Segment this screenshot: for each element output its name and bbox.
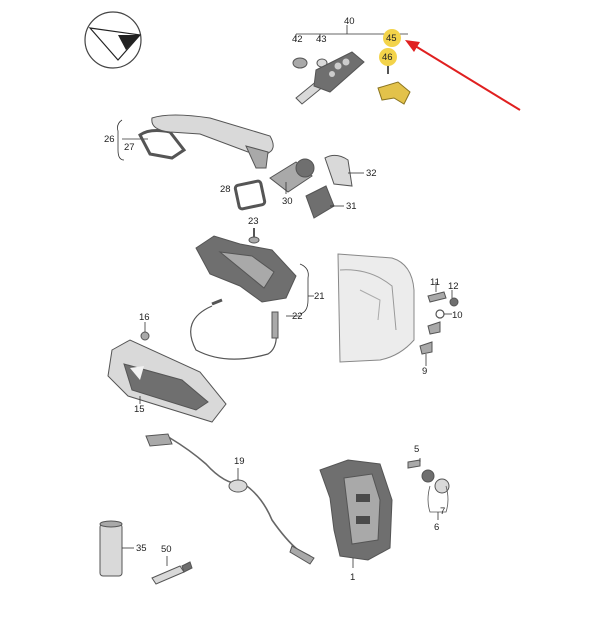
door-lock-group xyxy=(319,459,393,568)
label-16: 16 xyxy=(139,312,150,323)
label-31: 31 xyxy=(346,201,357,212)
door-frame-group xyxy=(337,253,459,366)
cylinder-housing-part xyxy=(305,185,335,219)
outer-handle-part xyxy=(151,114,274,155)
grease-tube-part xyxy=(151,565,185,585)
key-group xyxy=(292,25,411,105)
washer-part xyxy=(292,57,308,69)
bowden-cable-part xyxy=(190,305,277,360)
label-46: 46 xyxy=(382,52,393,63)
aerosol-can-part xyxy=(99,523,123,577)
diagram-orientation-logo-icon xyxy=(84,11,142,69)
label-32: 32 xyxy=(366,168,377,179)
label-1: 1 xyxy=(350,572,355,583)
cylinder-gasket-part xyxy=(233,179,267,211)
lock-fastener-group xyxy=(407,458,450,520)
label-45: 45 xyxy=(386,33,397,44)
label-50: 50 xyxy=(161,544,172,555)
door-frame-part xyxy=(337,253,415,363)
lock-mechanism-group xyxy=(190,228,314,360)
label-40: 40 xyxy=(344,16,355,27)
key-bracket-part xyxy=(377,81,411,105)
label-12: 12 xyxy=(448,281,459,292)
gasket-part xyxy=(138,129,187,160)
cylinder-cap-part xyxy=(324,154,353,187)
label-15: 15 xyxy=(134,404,145,415)
label-7: 7 xyxy=(440,506,445,517)
key-fob-part xyxy=(295,51,365,105)
handle-group xyxy=(117,114,274,169)
label-43: 43 xyxy=(316,34,327,45)
label-42: 42 xyxy=(292,34,303,45)
inner-handle-group xyxy=(107,322,227,423)
label-11: 11 xyxy=(430,277,440,288)
label-30: 30 xyxy=(282,196,293,207)
lubricant-group xyxy=(99,520,193,585)
label-21: 21 xyxy=(314,291,325,302)
label-35: 35 xyxy=(136,543,147,554)
red-pointer-arrow-icon xyxy=(405,40,521,111)
release-cable-part xyxy=(147,437,311,557)
label-27: 27 xyxy=(124,142,135,153)
label-5: 5 xyxy=(414,444,419,455)
label-22: 22 xyxy=(292,311,303,322)
label-26: 26 xyxy=(104,134,115,145)
label-9: 9 xyxy=(422,366,427,377)
lock-cylinder-group xyxy=(233,154,364,219)
release-cable-group xyxy=(145,433,315,565)
label-23: 23 xyxy=(248,216,259,227)
highlight-46 xyxy=(379,48,397,66)
label-6: 6 xyxy=(434,522,439,533)
label-28: 28 xyxy=(220,184,231,195)
label-10: 10 xyxy=(452,310,463,321)
label-19: 19 xyxy=(234,456,245,467)
highlight-45 xyxy=(383,29,401,47)
